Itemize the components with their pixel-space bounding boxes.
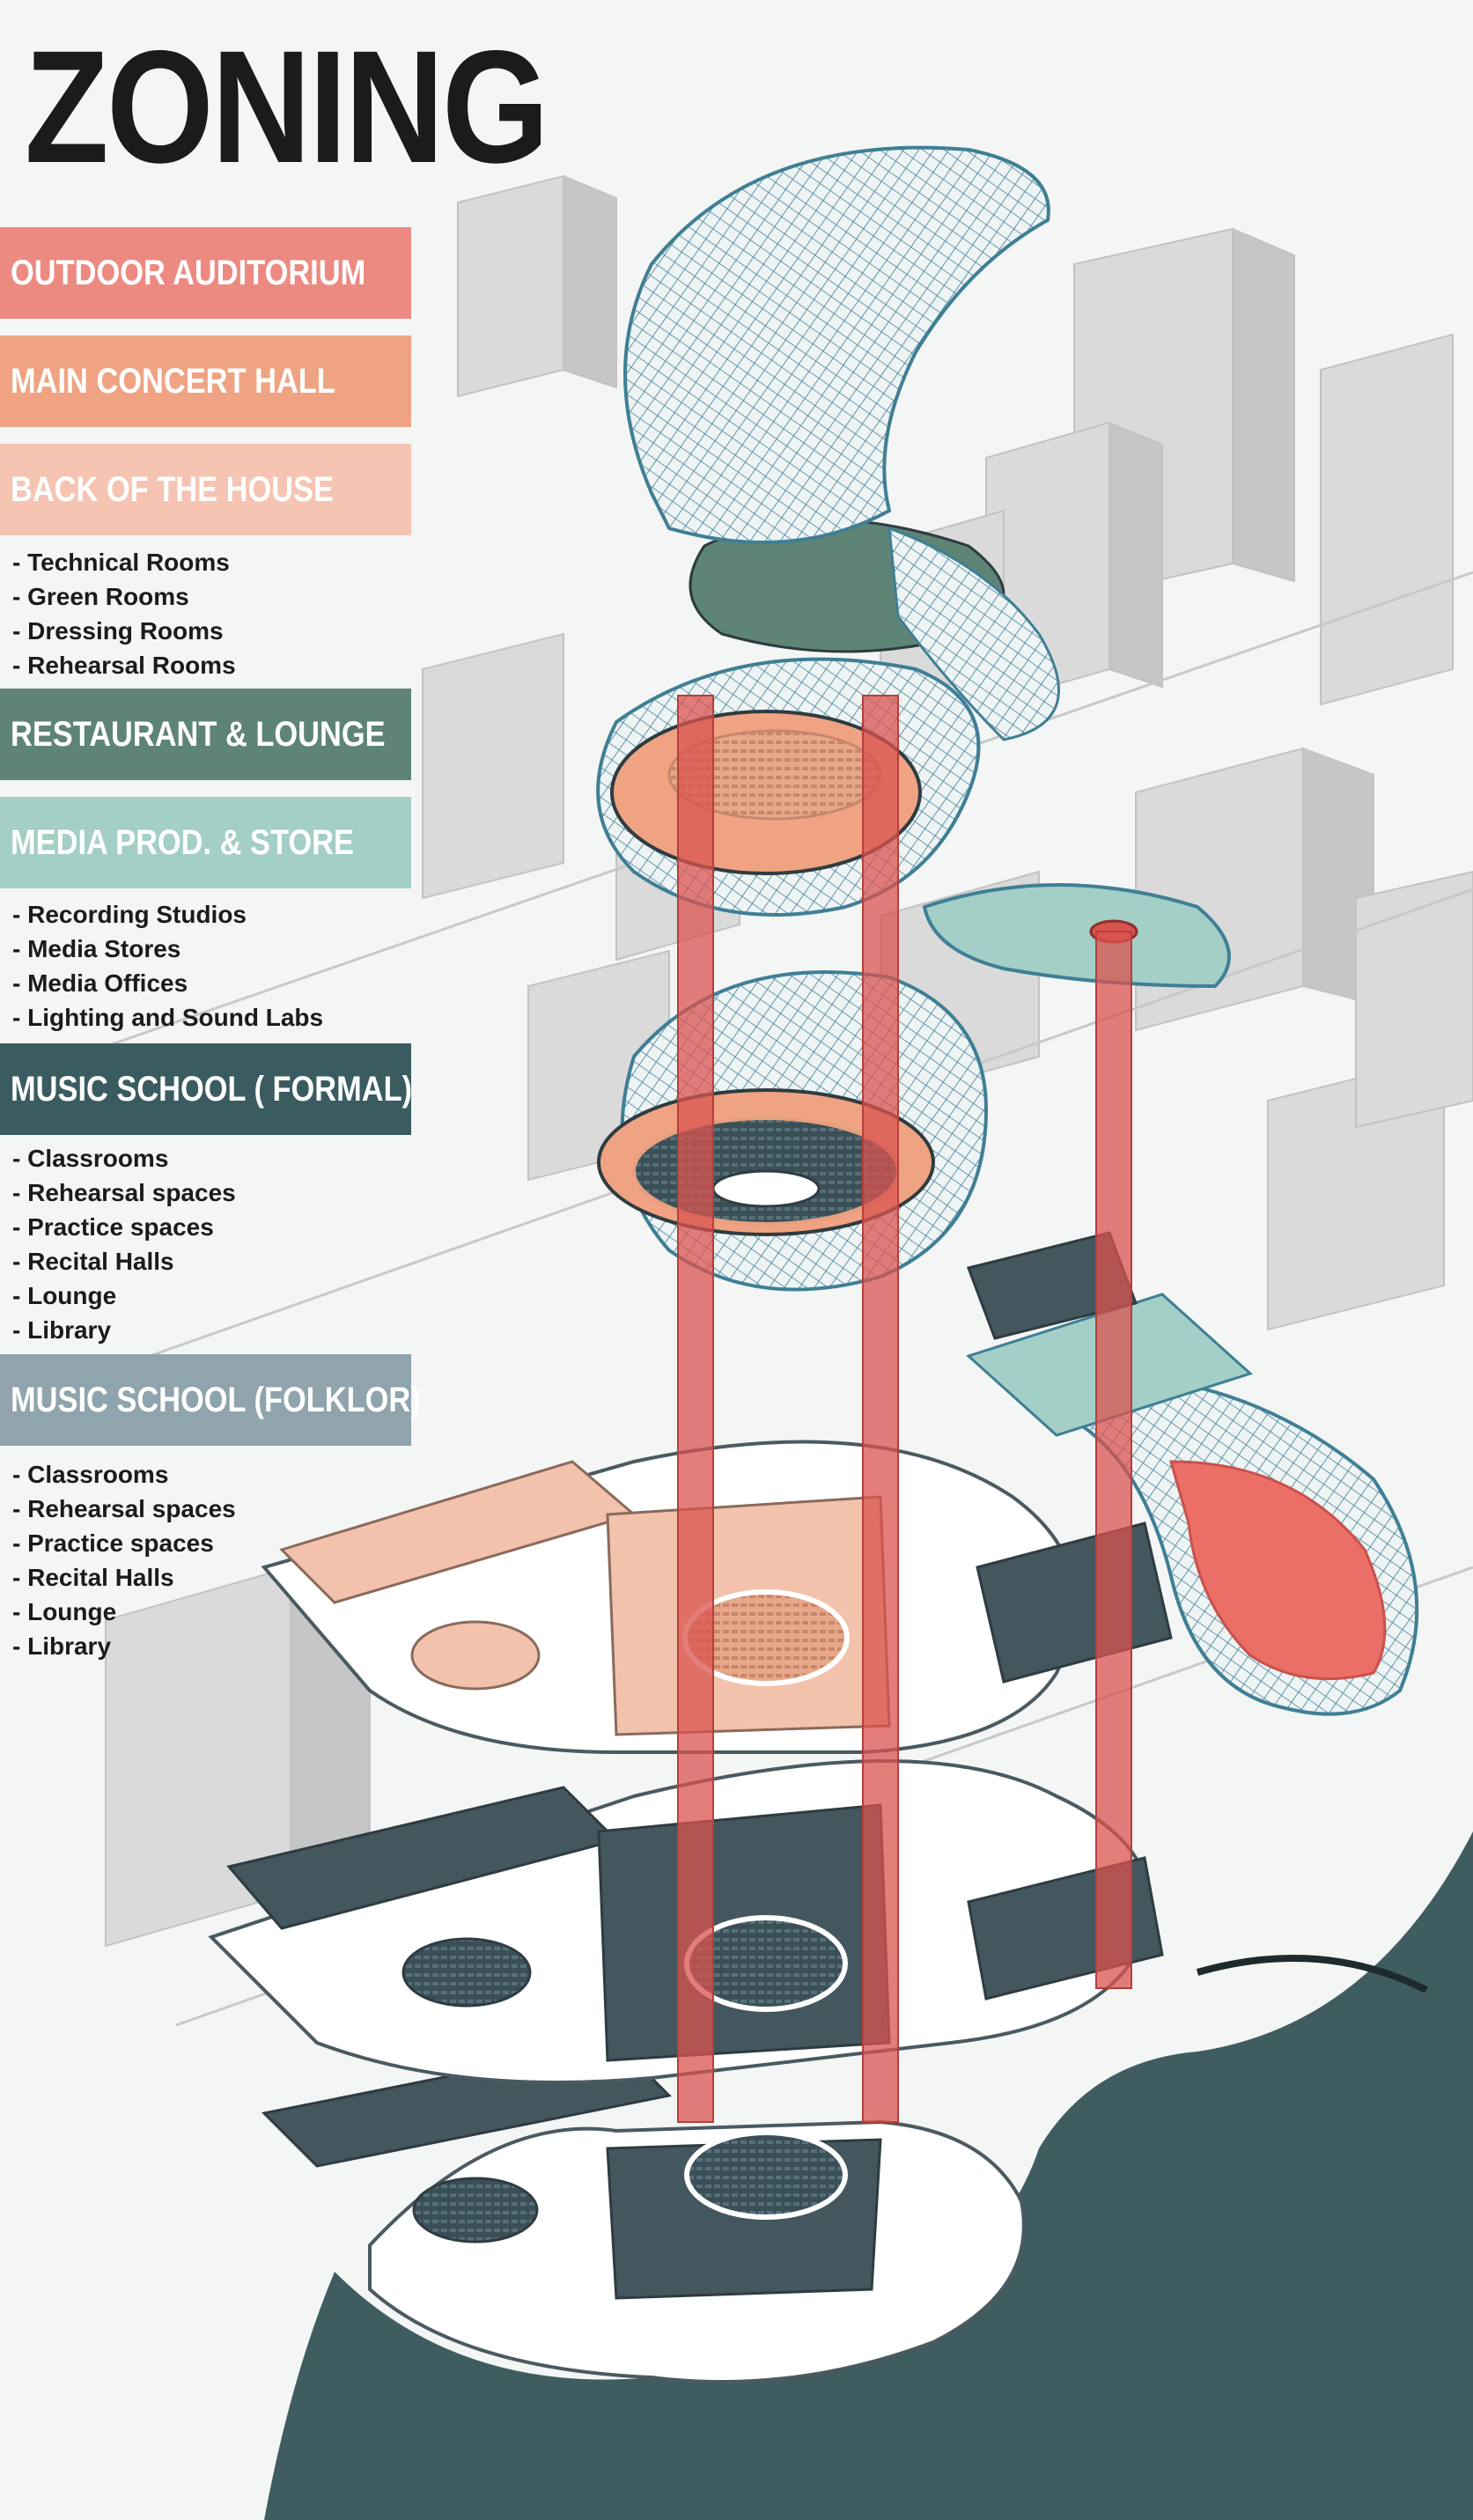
page-title: ZONING — [25, 17, 549, 196]
list-item: - Technical Rooms — [12, 549, 230, 576]
zone-music-school-folklor-items: - Classrooms - Rehearsal spaces - Practi… — [12, 1457, 236, 1663]
zone-label: OUTDOOR AUDITORIUM — [11, 253, 366, 292]
zone-label: MAIN CONCERT HALL — [11, 361, 335, 401]
list-item: - Dressing Rooms — [12, 617, 224, 645]
zone-label: RESTAURANT & LOUNGE — [11, 714, 386, 754]
zone-music-school-formal: MUSIC SCHOOL ( FORMAL) — [0, 1043, 413, 1135]
list-item: - Practice spaces — [12, 1529, 214, 1557]
list-item: - Recital Halls — [12, 1248, 174, 1275]
waterfront — [264, 1831, 1473, 2520]
level-three-plate — [261, 1440, 1173, 1754]
vertical-cores — [677, 695, 1132, 2123]
list-item: - Library — [12, 1632, 112, 1660]
zone-main-concert-hall: MAIN CONCERT HALL — [0, 335, 411, 427]
level-two-plate — [208, 1759, 1428, 2084]
list-item: - Recording Studios — [12, 901, 247, 928]
list-item: - Rehearsal spaces — [12, 1495, 236, 1522]
city-context — [105, 174, 1473, 1948]
zone-media-prod-store-items: - Recording Studios - Media Stores - Med… — [12, 897, 323, 1035]
list-item: - Lounge — [12, 1598, 117, 1625]
zone-media-prod-store: MEDIA PROD. & STORE — [0, 797, 411, 888]
list-item: - Practice spaces — [12, 1213, 214, 1241]
zone-music-school-folklor: MUSIC SCHOOL (FOLKLOR) — [0, 1354, 421, 1446]
zone-back-of-the-house: BACK OF THE HOUSE — [0, 444, 411, 535]
zone-outdoor-auditorium: OUTDOOR AUDITORIUM — [0, 227, 411, 319]
list-item: - Recital Halls — [12, 1564, 174, 1591]
zone-label: BACK OF THE HOUSE — [11, 469, 334, 509]
zone-back-of-the-house-items: - Technical Rooms - Green Rooms - Dressi… — [12, 545, 236, 682]
zone-label: MUSIC SCHOOL ( FORMAL) — [11, 1069, 413, 1109]
roof-shell — [623, 145, 1050, 544]
list-item: - Classrooms — [12, 1461, 169, 1488]
zone-music-school-formal-items: - Classrooms - Rehearsal spaces - Practi… — [12, 1141, 236, 1347]
list-item: - Lighting and Sound Labs — [12, 1004, 324, 1031]
list-item: - Classrooms — [12, 1145, 169, 1172]
zone-label: MEDIA PROD. & STORE — [11, 822, 354, 862]
list-item: - Media Offices — [12, 969, 188, 997]
zone-restaurant-lounge: RESTAURANT & LOUNGE — [0, 689, 411, 780]
list-item: - Green Rooms — [12, 583, 189, 610]
roof-wing — [887, 526, 1060, 741]
list-item: - Library — [12, 1316, 112, 1344]
list-item: - Rehearsal spaces — [12, 1179, 236, 1206]
zone-label: MUSIC SCHOOL (FOLKLOR) — [11, 1380, 421, 1419]
list-item: - Rehearsal Rooms — [12, 652, 236, 679]
list-item: - Media Stores — [12, 935, 181, 962]
list-item: - Lounge — [12, 1282, 117, 1309]
